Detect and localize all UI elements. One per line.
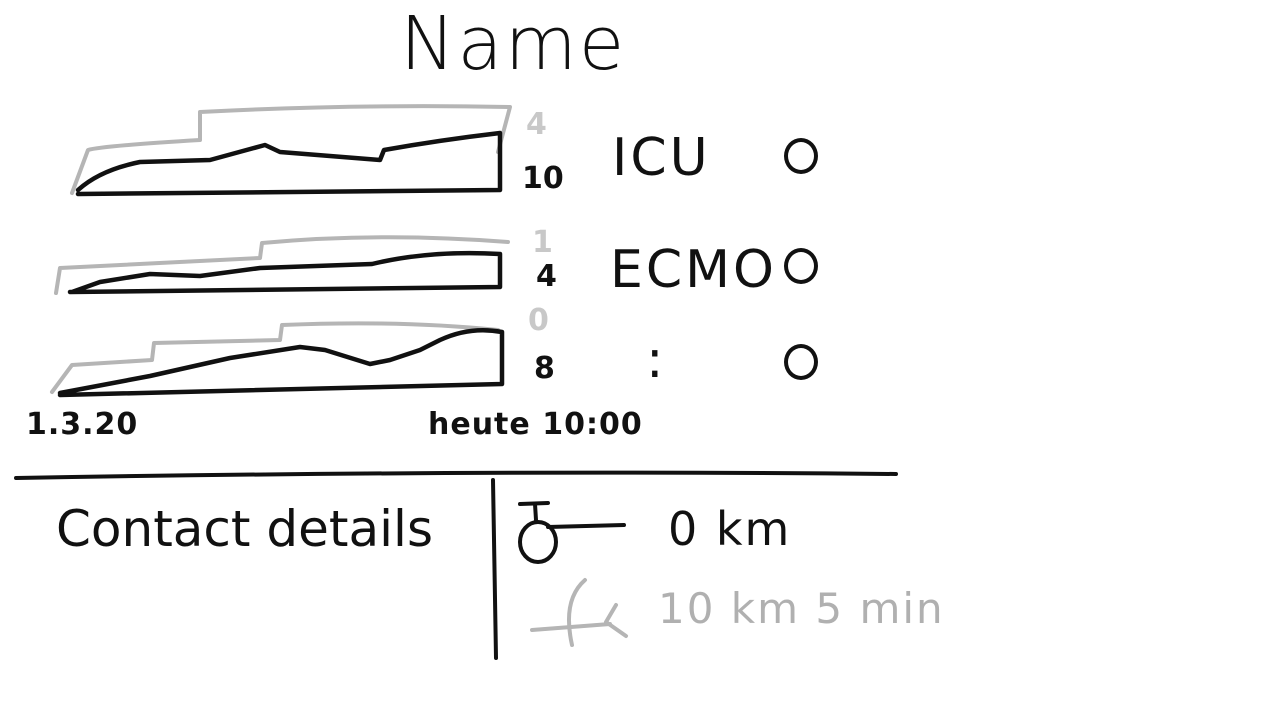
axis-start-label: 1.3.20 [26, 407, 139, 442]
row-ecmo-current-count: 4 [536, 259, 557, 294]
row-other-status-circle-icon[interactable] [784, 344, 818, 380]
axis-end-label: heute 10:00 [428, 407, 643, 442]
row-ecmo-previous-count: 1 [532, 225, 553, 260]
sparkline-other-previous [50, 321, 500, 394]
row-icu-previous-count: 4 [526, 107, 547, 142]
horizontal-divider [14, 470, 898, 480]
contact-details-label[interactable]: Contact details [56, 500, 434, 558]
vertical-divider [491, 478, 498, 660]
sparkline-icu-previous [70, 104, 512, 195]
row-ecmo-label: ECMO [610, 240, 777, 300]
row-other-previous-count: 0 [528, 303, 549, 338]
sparkline-ecmo-current [67, 250, 503, 295]
row-icu-status-circle-icon[interactable] [784, 138, 818, 174]
location-pin-icon [518, 501, 626, 564]
distance-value: 0 km [668, 502, 792, 556]
row-ecmo-status-circle-icon[interactable] [784, 248, 818, 284]
sparkline-icu-current [75, 130, 503, 197]
eta-value: 10 km 5 min [658, 584, 945, 633]
page-title: Name [400, 1, 627, 87]
sparkline-other-current [57, 327, 505, 398]
row-other-current-count: 8 [534, 351, 555, 386]
row-icu-label: ICU [612, 128, 711, 188]
row-icu-current-count: 10 [522, 161, 564, 196]
sparkline-other [50, 321, 505, 398]
route-icon [530, 578, 628, 647]
row-other-label: : [646, 330, 667, 390]
sparkline-icu [70, 104, 512, 197]
sparkline-ecmo [54, 235, 510, 295]
sparkline-ecmo-previous [54, 235, 510, 295]
